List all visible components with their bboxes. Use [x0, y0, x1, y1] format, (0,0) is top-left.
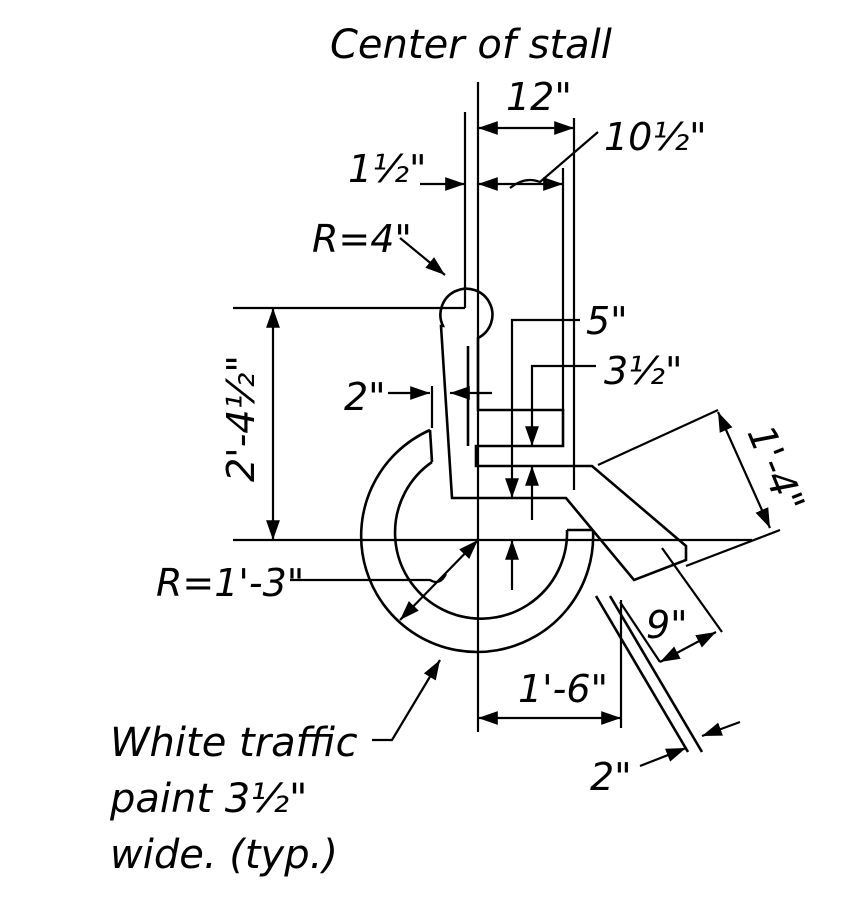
dimension-lines [266, 121, 772, 768]
labels: Center of stall 12" 10½" 1½" R=4" 5" 3½"… [109, 22, 813, 878]
dim-1-4-line [716, 411, 772, 529]
dim-r4-label: R=4" [312, 217, 412, 261]
dim-10-5-label: 10½" [604, 115, 707, 159]
dim-3-5-leader [525, 364, 596, 446]
paint-note-line-3: wide. (typ.) [110, 832, 338, 878]
dim-r1-3-line [399, 539, 479, 621]
dim-2-bottom-arrow-back [701, 720, 741, 738]
center-of-stall-label: Center of stall [330, 22, 612, 68]
dim-1-4-label: 1'-4" [739, 419, 814, 519]
dim-9-label: 9" [646, 603, 688, 647]
dim-3-5-label: 3½" [604, 349, 683, 393]
note-leader [372, 659, 441, 742]
leg-reference-lower [661, 547, 723, 633]
extension-line-9 [619, 601, 661, 663]
wheel-end-top [428, 429, 434, 463]
dim-2-bottom-arrow [639, 746, 687, 768]
dim-r1-3-label: R=1'-3" [156, 561, 304, 605]
stripe-line-a [594, 595, 690, 753]
seat-top-reference [597, 409, 719, 466]
dim-12-label: 12" [506, 75, 572, 119]
dim-5-leader [505, 318, 580, 498]
stripe-line-b [608, 595, 704, 753]
head-and-torso-outline [439, 287, 688, 582]
reference-lines [233, 82, 781, 732]
wheel-outer-arc [359, 428, 595, 654]
dim-5-label: 5" [586, 299, 628, 343]
dim-r4-leader [399, 237, 446, 276]
dim-2-4-5-label: 2'-4½" [219, 355, 263, 482]
dim-2-bottom-label: 2" [590, 755, 632, 799]
dim-2-label: 2" [344, 375, 386, 419]
dim-9-line [659, 631, 717, 663]
dim-1-5-label: 1½" [348, 147, 427, 191]
dim-r1-3-leader [290, 573, 447, 584]
dim-10-5-leader [509, 131, 599, 189]
foot-reference [685, 528, 781, 568]
paint-note-line-1: White traffic [110, 720, 358, 766]
paint-note-line-2: paint 3½" [109, 776, 307, 822]
dim-1-6-label: 1'-6" [518, 667, 608, 711]
